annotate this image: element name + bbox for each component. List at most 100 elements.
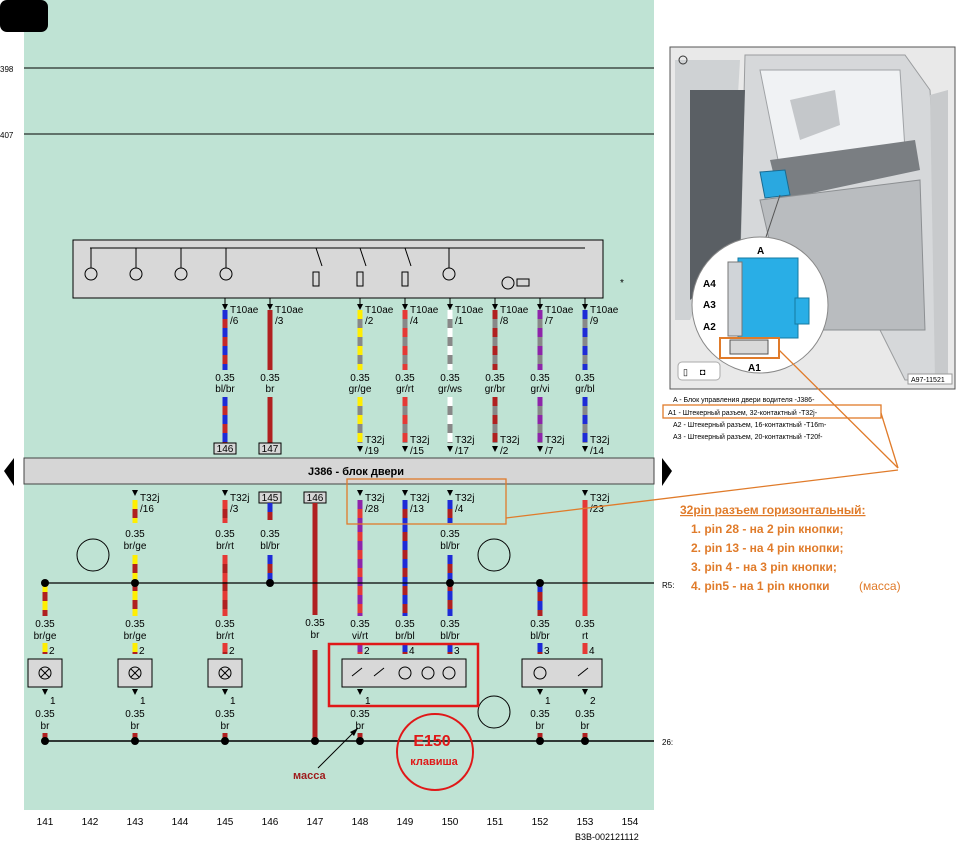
annotation-suffix: (масса) (859, 579, 901, 593)
bottom-wire-segment (42, 610, 48, 616)
bottom-wire-segment (402, 568, 408, 577)
bookmark-icon[interactable]: ▯ (683, 367, 688, 377)
top-connector-pin: /3 (275, 316, 284, 327)
camera-icon[interactable]: ◘ (700, 367, 706, 377)
top-wire-upper-segment (357, 364, 363, 370)
bottom-wire-color: rt (582, 631, 588, 642)
bottom-wire-segment (312, 695, 318, 704)
bottom-wire-size: 0.35 (350, 619, 370, 630)
bottom-wire-segment (312, 677, 318, 686)
legend-a: A - Блок управления двери водителя -J386… (673, 397, 815, 404)
bottom-wire-segment (447, 609, 453, 616)
bus-pin-arrow-icon (582, 446, 588, 452)
label-a3: A3 (703, 300, 716, 311)
row-marker-398: 398 (0, 65, 14, 74)
top-pin-arrow-icon (357, 304, 363, 310)
top-wire-color: gr/ws (438, 384, 462, 395)
top-wire-lower-segment (447, 424, 453, 433)
top-wire-upper (492, 310, 498, 370)
bottom-wire-segment (312, 503, 318, 512)
top-wire-upper-segment (222, 364, 228, 370)
bottom-wire-segment (582, 554, 588, 563)
column-number: 152 (532, 817, 549, 828)
top-wire-upper-segment (492, 319, 498, 328)
bottom-wire-size: 0.35 (35, 619, 55, 630)
photo-toolbar[interactable] (677, 361, 721, 381)
top-connector-pin: /4 (410, 316, 419, 327)
top-wire-upper-segment (357, 310, 363, 319)
ground-dot (221, 737, 229, 745)
bus-pin-arrow-icon (582, 490, 588, 496)
top-wire-upper-segment (402, 364, 408, 370)
bottom-connector-pin: /13 (410, 504, 424, 515)
top-wire-lower (357, 397, 363, 443)
top-wire-upper (222, 310, 228, 370)
top-wire-lower-segment (582, 424, 588, 433)
top-connector-pin: /1 (455, 316, 464, 327)
bottom-connector-name: T32j (365, 493, 384, 504)
top-wire-size: 0.35 (260, 373, 280, 384)
lamp-box (27, 658, 63, 688)
bottom-wire (42, 583, 48, 616)
bottom-connector-pin: /3 (230, 504, 239, 515)
bus-pin-arrow-icon (402, 490, 408, 496)
column-number: 154 (622, 817, 639, 828)
ref-box (258, 442, 282, 455)
bottom-wire-pin-lead-segment (222, 643, 228, 652)
top-wire-lower-segment (222, 415, 228, 424)
top-wire-lower-segment (492, 397, 498, 406)
annotation-title: 32pin разъем горизонтальный: (680, 503, 866, 517)
lamp-icon-cross (130, 668, 140, 678)
t32-plug-image (729, 339, 769, 355)
bottom-wire-segment (42, 601, 48, 610)
top-wire-lower-segment (447, 415, 453, 424)
top-wire-size: 0.35 (395, 373, 415, 384)
ground-pin-arrow-icon (42, 689, 48, 695)
ground-pin-number: 1 (140, 696, 146, 707)
ground-pin-arrow-icon (537, 689, 543, 695)
top-wire-lower-segment (537, 424, 543, 433)
top-wire-ref: 147 (262, 444, 279, 455)
resistor-symbol-icon (401, 271, 409, 287)
ground-wire-color: br (581, 721, 591, 732)
top-wire-upper-segment (492, 346, 498, 355)
top-wire-ref-pin: /14 (590, 446, 604, 457)
top-wire-upper-segment (492, 355, 498, 364)
bottom-wire-segment (447, 564, 453, 573)
top-wire-upper-segment (447, 337, 453, 346)
top-wire-lower (537, 397, 543, 443)
top-wire-upper-segment (402, 346, 408, 355)
bottom-wire-segment (267, 555, 273, 564)
bottom-wire-size: 0.35 (125, 619, 145, 630)
bus-arrow-left-icon (4, 458, 14, 486)
top-wire-lower-segment (492, 415, 498, 424)
bottom-wire-pin-lead-segment (42, 652, 48, 654)
bottom-connector-name: T32j (590, 493, 609, 504)
bottom-wire-segment (402, 500, 408, 509)
lamp-symbol-icon (501, 276, 515, 290)
row-marker-407: 407 (0, 131, 14, 140)
lamp-pin-number: 3 (544, 646, 550, 657)
top-wire-lower-segment (222, 424, 228, 433)
bottom-wire-segment (447, 555, 453, 564)
junction-circle-left (76, 538, 110, 572)
bottom-wire-segment (402, 577, 408, 586)
column-number: 147 (307, 817, 324, 828)
top-wire-lower-segment (267, 397, 273, 406)
bottom-wire-segment (447, 518, 453, 523)
label-a4: A4 (703, 279, 716, 290)
bottom-wire-pin-lead-segment (447, 652, 453, 654)
top-wire-lower-segment (492, 406, 498, 415)
ground-wire-size: 0.35 (350, 709, 370, 720)
bus-pin-arrow-icon (537, 446, 543, 452)
bottom-wire-segment (312, 584, 318, 593)
zoom-search-icon[interactable] (678, 55, 688, 65)
top-wire-lower-segment (222, 406, 228, 415)
ground-pin-number: 1 (230, 696, 236, 707)
bottom-wire-segment (447, 591, 453, 600)
top-connector-pin: /2 (365, 316, 374, 327)
bottom-wire-pin-lead-segment (132, 643, 138, 652)
photo-tag-box (907, 373, 953, 385)
top-wire-upper-segment (222, 310, 228, 319)
top-wire-upper-segment (267, 337, 273, 346)
